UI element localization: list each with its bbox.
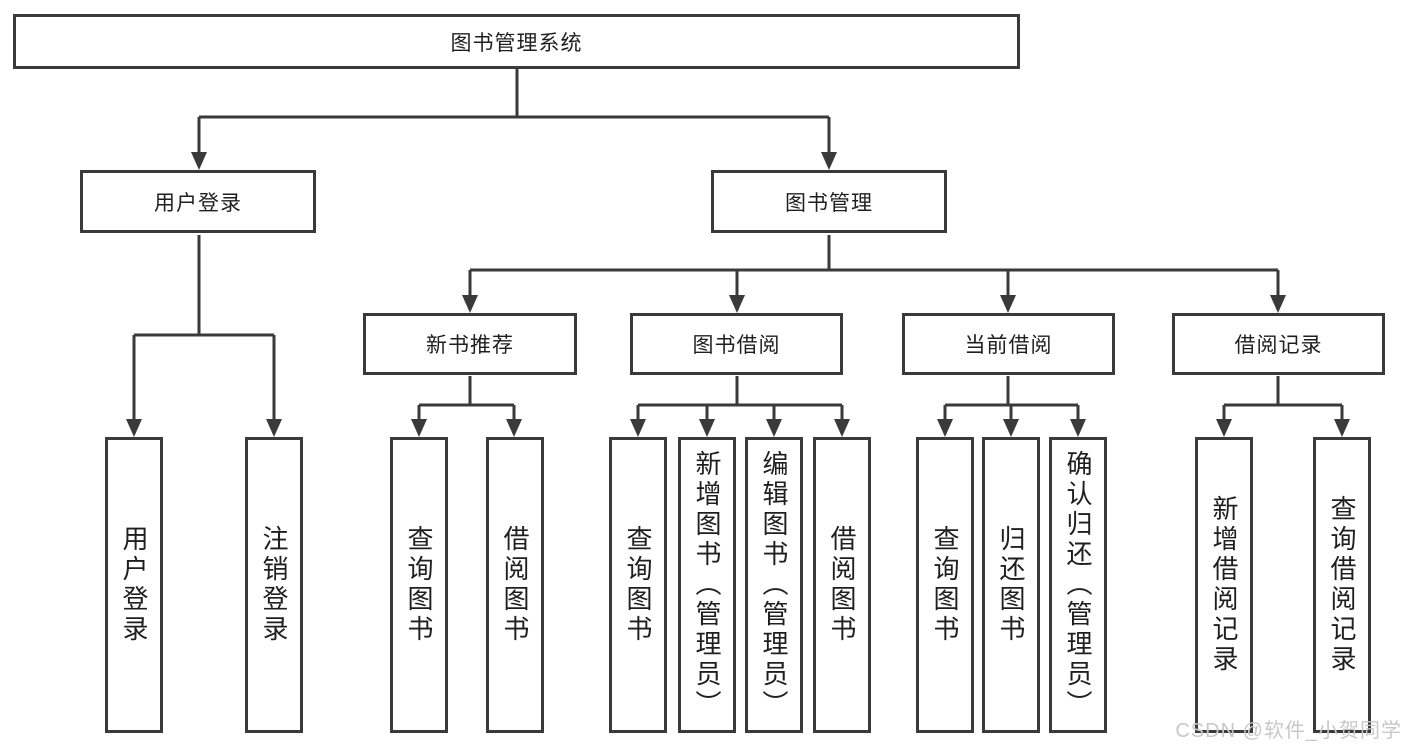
node-new-book-recommend: 新书推荐 [363,313,577,375]
arrowhead-icons [126,152,1350,437]
node-label: 编辑图书（管理员） [759,450,789,720]
leaf-add-books-admin: 新增图书（管理员） [678,437,736,733]
node-book-management-branch: 图书管理 [711,170,947,233]
leaf-confirm-return-admin: 确认归还（管理员） [1049,437,1107,733]
node-label: 查询图书 [404,525,434,645]
leaf-query-books-current: 查询图书 [916,437,974,733]
watermark: CSDN @软件_小贺同学 [1175,720,1402,742]
node-label: 归还图书 [996,525,1026,645]
node-user-login-branch: 用户登录 [80,170,316,233]
node-current-borrow: 当前借阅 [902,313,1115,375]
leaf-user-login: 用户登录 [105,437,163,733]
leaf-add-borrow-record: 新增借阅记录 [1195,437,1253,733]
leaf-query-books-borrow: 查询图书 [609,437,667,733]
node-label: 注销登录 [259,525,289,645]
node-label: 用户登录 [119,525,149,645]
node-book-borrow: 图书借阅 [630,313,843,375]
leaf-edit-books-admin: 编辑图书（管理员） [745,437,803,733]
connector-shafts [132,69,1344,421]
leaf-borrow-books-recommend: 借阅图书 [486,437,544,733]
leaf-logout: 注销登录 [245,437,303,733]
node-borrow-record: 借阅记录 [1172,313,1385,375]
node-label: 查询图书 [623,525,653,645]
leaf-query-borrow-record: 查询借阅记录 [1313,437,1371,733]
node-label: 新增借阅记录 [1209,495,1239,675]
node-label: 借阅图书 [500,525,530,645]
node-label: 确认归还（管理员） [1063,450,1093,720]
node-label: 借阅图书 [827,525,857,645]
node-root-system: 图书管理系统 [13,14,1020,69]
node-label: 新增图书（管理员） [692,450,722,720]
leaf-borrow-books: 借阅图书 [813,437,871,733]
node-label: 查询借阅记录 [1327,495,1357,675]
leaf-query-books-recommend: 查询图书 [390,437,448,733]
node-label: 查询图书 [930,525,960,645]
leaf-return-books: 归还图书 [982,437,1040,733]
